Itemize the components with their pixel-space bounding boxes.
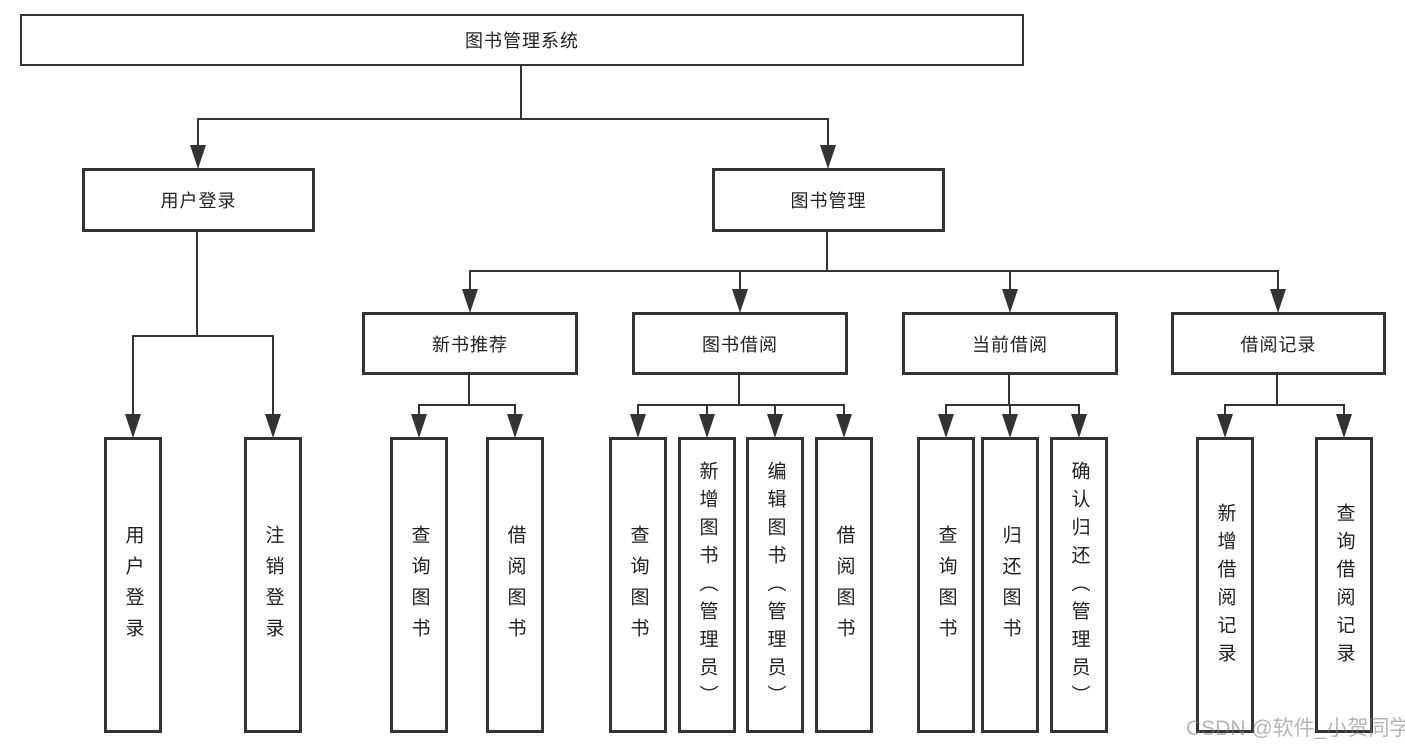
leaf-label: 确认归还（管理员） bbox=[1068, 461, 1090, 713]
leaf-search-books-recommendation: 查询图书 bbox=[390, 437, 448, 733]
node-user-login: 用户登录 bbox=[82, 168, 315, 232]
leaf-confirm-return-admin: 确认归还（管理员） bbox=[1050, 437, 1108, 733]
watermark-text: CSDN @软件_小贺同学 bbox=[1186, 717, 1405, 740]
node-current-borrowing: 当前借阅 bbox=[902, 312, 1118, 375]
leaf-label: 用户登录 bbox=[122, 525, 144, 649]
leaf-label: 借阅图书 bbox=[504, 525, 526, 649]
connector-root-to-level2 bbox=[190, 66, 836, 169]
node-label: 图书借阅 bbox=[702, 334, 778, 355]
node-book-management: 图书管理 bbox=[712, 168, 945, 232]
leaf-label: 归还图书 bbox=[999, 525, 1021, 649]
leaf-search-borrow-record: 查询借阅记录 bbox=[1315, 437, 1373, 733]
node-book-borrowing: 图书借阅 bbox=[632, 312, 848, 375]
leaf-search-books-borrowing: 查询图书 bbox=[609, 437, 667, 733]
leaf-label: 查询借阅记录 bbox=[1333, 503, 1355, 671]
connector-book-borrowing-to-leaves bbox=[630, 375, 852, 438]
leaf-user-login: 用户登录 bbox=[104, 437, 162, 733]
node-new-book-recommendation: 新书推荐 bbox=[362, 312, 578, 375]
leaf-label: 查询图书 bbox=[408, 525, 430, 649]
connector-current-borrowing-to-leaves bbox=[938, 375, 1087, 438]
leaf-add-book-admin: 新增图书（管理员） bbox=[678, 437, 736, 733]
node-label: 图书管理系统 bbox=[465, 31, 579, 51]
leaf-search-books-current: 查询图书 bbox=[917, 437, 975, 733]
leaf-edit-book-admin: 编辑图书（管理员） bbox=[746, 437, 804, 733]
node-borrowing-records: 借阅记录 bbox=[1171, 312, 1386, 375]
node-label: 当前借阅 bbox=[972, 334, 1048, 355]
leaf-label: 借阅图书 bbox=[833, 525, 855, 649]
leaf-logout: 注销登录 bbox=[244, 437, 302, 733]
node-library-management-system: 图书管理系统 bbox=[20, 14, 1024, 66]
connector-borrowing-records-to-leaves bbox=[1217, 375, 1352, 438]
node-label: 借阅记录 bbox=[1240, 334, 1317, 355]
node-label: 新书推荐 bbox=[432, 334, 508, 355]
leaf-return-books: 归还图书 bbox=[981, 437, 1039, 733]
leaf-borrow-books-borrowing: 借阅图书 bbox=[815, 437, 873, 733]
leaf-label: 注销登录 bbox=[262, 525, 284, 649]
node-label: 图书管理 bbox=[790, 191, 867, 211]
leaf-label: 查询图书 bbox=[935, 525, 957, 649]
connector-user-login-to-leaves bbox=[125, 232, 281, 438]
leaf-borrow-books-recommendation: 借阅图书 bbox=[486, 437, 544, 733]
leaf-label: 查询图书 bbox=[627, 525, 649, 649]
connector-new-book-recommendation-to-leaves bbox=[411, 375, 523, 438]
connector-book-management-to-level3 bbox=[462, 232, 1286, 313]
node-label: 用户登录 bbox=[160, 191, 237, 211]
leaf-add-borrow-record: 新增借阅记录 bbox=[1196, 437, 1254, 733]
leaf-label: 新增图书（管理员） bbox=[696, 461, 718, 713]
leaf-label: 新增借阅记录 bbox=[1214, 503, 1236, 671]
leaf-label: 编辑图书（管理员） bbox=[764, 461, 786, 713]
